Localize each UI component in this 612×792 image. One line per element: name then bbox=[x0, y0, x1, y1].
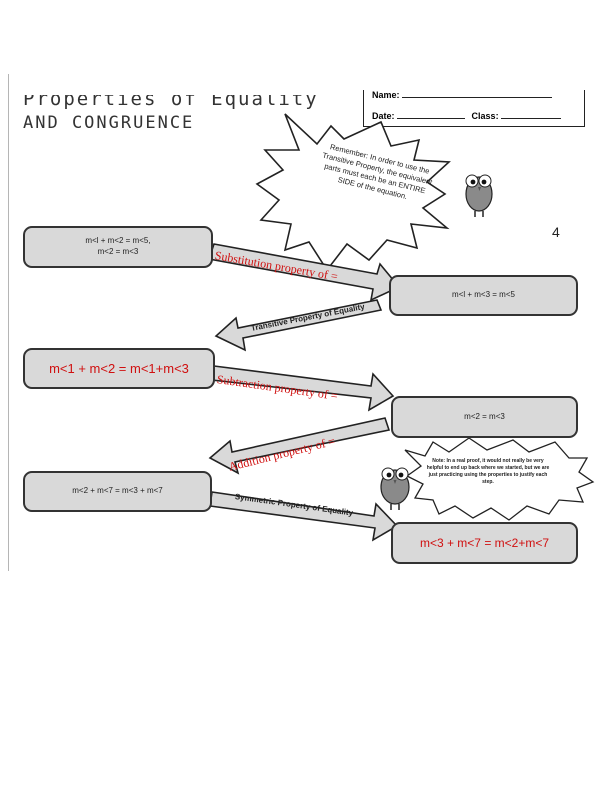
page-number: 4 bbox=[552, 224, 560, 240]
arrow-addition bbox=[208, 417, 391, 475]
statement-box-6[interactable]: m<3 + m<7 = m<2+m<7 bbox=[391, 522, 578, 564]
statement-box-2: m<l + m<3 = m<5 bbox=[389, 275, 578, 316]
date-label: Date: bbox=[372, 111, 395, 121]
name-date-class-box: Name: Date: Class: bbox=[363, 90, 585, 127]
arrow-transitive bbox=[214, 299, 383, 352]
statement-1-line2: m<2 = m<3 bbox=[97, 247, 139, 256]
owl-mascot-bottom bbox=[380, 467, 410, 510]
owl-mascot-top bbox=[465, 174, 493, 217]
proof-note-starburst bbox=[404, 437, 595, 521]
arrow-substitution bbox=[207, 243, 401, 302]
worksheet-title-partial: Properties of Equality bbox=[23, 88, 319, 110]
statement-3-answer: m<1 + m<2 = m<1+m<3 bbox=[49, 360, 189, 376]
proof-note-text: Note: In a real proof, it would not real… bbox=[426, 458, 550, 485]
diagram-graphics bbox=[207, 113, 595, 542]
date-blank[interactable] bbox=[397, 109, 466, 119]
statement-box-3[interactable]: m<1 + m<2 = m<1+m<3 bbox=[23, 348, 215, 389]
name-label: Name: bbox=[372, 90, 400, 100]
statement-5: m<2 + m<7 = m<3 + m<7 bbox=[72, 486, 163, 496]
class-blank[interactable] bbox=[501, 109, 562, 119]
worksheet-title: and Congruence bbox=[23, 113, 195, 133]
statement-1-line1: m<l + m<2 = m<5, bbox=[85, 236, 151, 246]
date-row: Date: Class: bbox=[372, 109, 562, 121]
statement-box-4: m<2 = m<3 bbox=[391, 396, 578, 438]
name-blank[interactable] bbox=[402, 88, 553, 98]
class-label: Class: bbox=[471, 111, 499, 121]
statement-box-1: m<l + m<2 = m<5, m<2 = m<3 bbox=[23, 226, 213, 268]
arrow-symmetric bbox=[209, 491, 399, 542]
statement-2: m<l + m<3 = m<5 bbox=[452, 290, 515, 300]
arrow-subtraction bbox=[211, 365, 395, 412]
statement-6-answer: m<3 + m<7 = m<2+m<7 bbox=[419, 535, 550, 550]
statement-box-5: m<2 + m<7 = m<3 + m<7 bbox=[23, 471, 212, 512]
remember-starburst bbox=[255, 113, 451, 272]
statement-4: m<2 = m<3 bbox=[464, 411, 505, 421]
name-row: Name: bbox=[372, 88, 553, 100]
worksheet-page: Properties of Equality and Congruence Na… bbox=[8, 74, 612, 571]
